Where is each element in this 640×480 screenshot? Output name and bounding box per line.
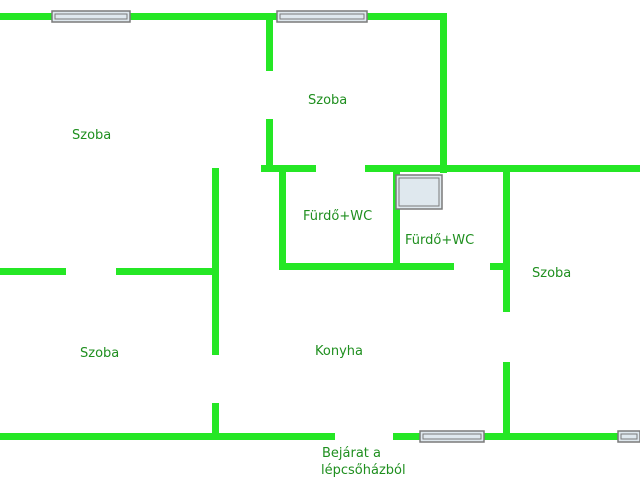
wall-left-horizontal-a (0, 268, 66, 275)
window-bottom-corner (617, 430, 640, 443)
entrance-label-line2: lépcsőházból (321, 463, 406, 478)
window-bathroom (395, 174, 443, 210)
walls-group (0, 13, 640, 440)
windows-group (51, 10, 640, 443)
wall-kitchen-left-upper (212, 168, 219, 355)
room-label-szoba-top-middle: Szoba (308, 93, 348, 108)
wall-bath-left (279, 172, 286, 270)
room-label-furdo-wc-left: Fürdő+WC (303, 209, 373, 224)
wall-kitchen-left-lower (212, 403, 219, 438)
wall-right-wing-top (447, 165, 640, 172)
wall-right-lower (503, 362, 510, 437)
wall-bath-bottom (279, 263, 454, 270)
wall-top (0, 13, 447, 20)
entrance-label-line1: Bejárat a (322, 446, 382, 461)
window-top-left (51, 10, 131, 23)
wall-bottom-right (393, 433, 640, 440)
room-label-szoba-bottom-left: Szoba (80, 346, 120, 361)
wall-bath-right (503, 172, 510, 312)
wall-partition-top-lower (266, 119, 273, 171)
wall-mid-horizontal-right (365, 165, 450, 172)
window-bottom-right (419, 430, 485, 443)
room-label-szoba-top-left: Szoba (72, 128, 112, 143)
room-label-furdo-wc-right: Fürdő+WC (405, 233, 475, 248)
wall-bath-right-stub (490, 263, 505, 270)
wall-bottom-left (0, 433, 335, 440)
wall-bath-divider (393, 172, 400, 263)
wall-left-horizontal-b (116, 268, 216, 275)
wall-partition-top-upper (266, 13, 273, 71)
wall-right-top-room (440, 13, 447, 173)
room-label-konyha: Konyha (315, 344, 363, 359)
window-top-middle (276, 10, 368, 23)
room-label-szoba-right: Szoba (532, 266, 572, 281)
wall-mid-horizontal-left (261, 165, 316, 172)
